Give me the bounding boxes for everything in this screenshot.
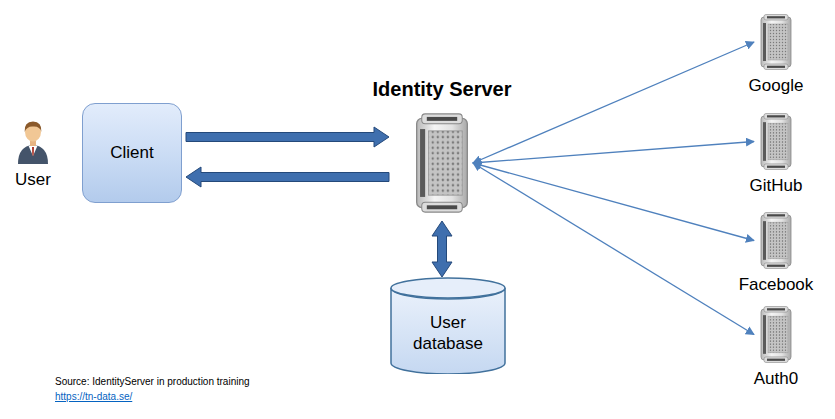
block-arrow	[186, 167, 389, 187]
server-icon: Identity Server	[415, 113, 469, 213]
server-icon	[415, 113, 469, 213]
server-icon	[760, 113, 792, 170]
server-handle	[764, 213, 788, 219]
server-grille	[768, 222, 788, 259]
node-label: User	[15, 170, 51, 190]
person-hair	[25, 122, 42, 133]
server-strip	[763, 23, 766, 61]
connector-line	[473, 163, 754, 335]
provider-server: Auth0	[760, 306, 792, 363]
server-handle-hole	[767, 359, 785, 361]
server-strip	[763, 122, 766, 161]
server-handle-hole	[767, 16, 785, 18]
server-icon	[760, 212, 792, 269]
server-handle-hole	[767, 265, 785, 267]
cylinder-body	[391, 288, 505, 374]
node-label: GitHub	[750, 176, 803, 196]
node-label: Auth0	[754, 369, 798, 389]
server-handle	[764, 164, 788, 170]
server-strip	[763, 221, 766, 260]
person-icon	[16, 118, 50, 164]
server-grille	[768, 123, 788, 160]
server-grille	[768, 24, 788, 60]
server-strip	[763, 315, 766, 354]
server-handle-hole	[767, 115, 785, 117]
server-handle-hole	[767, 308, 785, 310]
connector-line	[473, 142, 754, 164]
server-strip	[420, 129, 425, 197]
server-body	[761, 215, 791, 266]
server-icon	[760, 14, 792, 70]
node-label: Client	[110, 143, 153, 163]
source-note: Source: IdentityServer in production tra…	[55, 376, 250, 387]
person-shirt	[29, 146, 38, 156]
server-handle	[764, 114, 788, 120]
server-handle-hole	[767, 214, 785, 216]
node-label: Google	[749, 76, 804, 96]
provider-server: Facebook	[760, 212, 792, 269]
server-handle	[422, 114, 463, 124]
block-arrow	[186, 127, 389, 147]
node-title: Identity Server	[373, 77, 512, 101]
server-handle	[422, 202, 463, 212]
server-body	[761, 116, 791, 167]
server-grille	[429, 131, 463, 195]
server-handle-hole	[767, 66, 785, 68]
person-head	[25, 123, 41, 142]
person-body	[18, 145, 48, 164]
database-cylinder: User database	[390, 277, 506, 374]
server-handle	[764, 64, 788, 70]
server-handle	[764, 307, 788, 313]
server-icon	[760, 306, 792, 363]
server-body	[761, 309, 791, 360]
server-handle	[764, 357, 788, 363]
block-arrow	[432, 221, 452, 277]
server-handle-hole	[427, 205, 457, 209]
cylinder-top	[391, 278, 505, 298]
server-body	[761, 17, 791, 67]
connector-line	[473, 163, 754, 241]
server-body	[417, 118, 468, 207]
provider-server: GitHub	[760, 113, 792, 170]
server-handle	[764, 15, 788, 21]
node-label: User database	[406, 297, 490, 354]
connector-line	[473, 42, 754, 163]
client-box: Client	[82, 103, 182, 203]
server-grille	[768, 316, 788, 353]
provider-server: Google	[760, 14, 792, 70]
person-tie	[32, 147, 34, 157]
server-handle-hole	[427, 117, 457, 121]
user-actor: User	[16, 118, 50, 164]
node-label: Facebook	[739, 275, 814, 295]
server-handle	[764, 263, 788, 269]
server-handle-hole	[767, 166, 785, 168]
source-link: https://tn-data.se/	[55, 391, 132, 402]
